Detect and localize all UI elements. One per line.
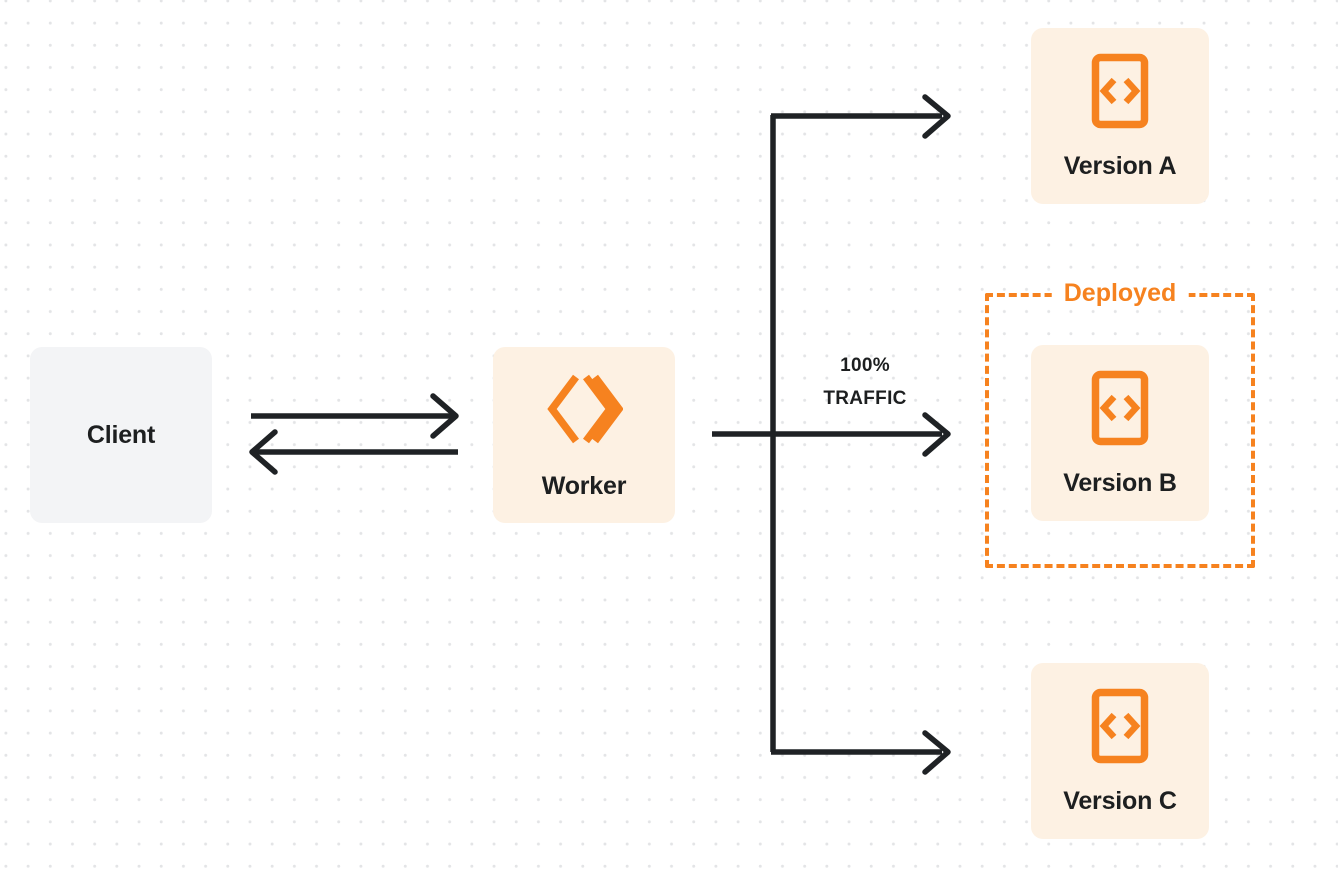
node-version-b[interactable]: Version B [1031, 345, 1209, 521]
traffic-word-label: TRAFFIC [823, 387, 907, 409]
node-client-label: Client [86, 420, 156, 449]
arrow-worker-to-client-head [249, 429, 278, 475]
node-worker[interactable]: Worker [493, 347, 675, 523]
branch-to-version-a-head [922, 94, 951, 139]
deployed-group-box: Deployed [985, 281, 1255, 568]
node-version-a-label: Version A [1063, 152, 1177, 180]
node-worker-label: Worker [541, 472, 627, 500]
node-version-c-label: Version C [1063, 787, 1177, 815]
node-version-b-label: Version B [1063, 469, 1177, 497]
traffic-percentage-label: 100% TRAFFIC [785, 350, 945, 415]
node-client[interactable]: Client [30, 347, 212, 523]
code-file-icon [1091, 688, 1149, 769]
deployed-group-label: Deployed [1051, 281, 1189, 306]
branch-to-version-b-head [922, 412, 951, 457]
node-version-a[interactable]: Version A [1031, 28, 1209, 204]
cloudflare-workers-logo-icon [545, 371, 624, 452]
node-version-c[interactable]: Version C [1031, 663, 1209, 839]
branch-to-version-c-head [922, 730, 951, 775]
arrow-client-to-worker-head [430, 393, 459, 439]
traffic-percent-value: 100% [840, 355, 890, 376]
code-file-icon [1091, 53, 1149, 134]
code-file-icon [1091, 370, 1149, 451]
